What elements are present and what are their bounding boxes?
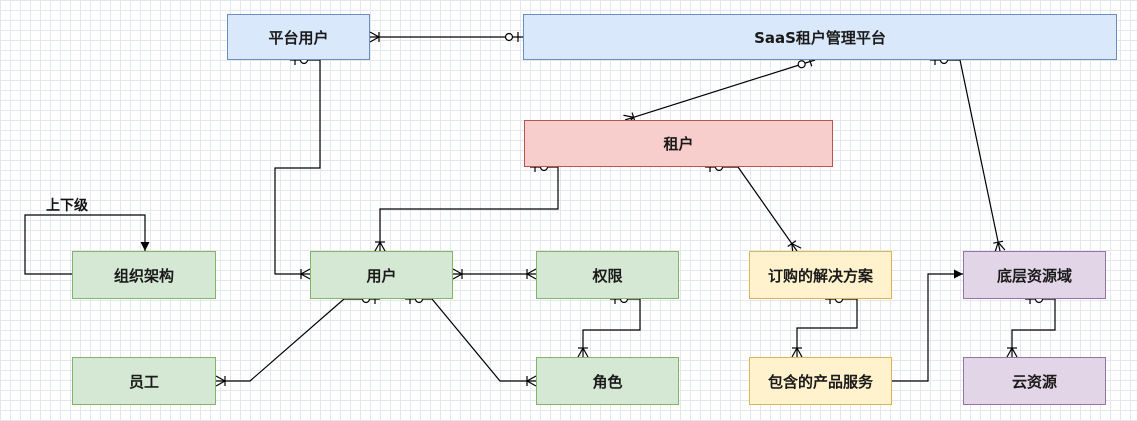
edge-solution-product [796, 298, 858, 357]
edge-org-self [24, 214, 146, 275]
crowfoot-mark [369, 31, 380, 38]
edge-product-baseresource [892, 273, 963, 382]
edge-baseresource-cloud [1011, 298, 1056, 357]
crowfoot-mark [379, 241, 386, 252]
crowfoot-mark [374, 241, 381, 252]
crowfoot-mark [791, 243, 802, 249]
crowfoot-mark [787, 240, 797, 247]
self-relation-label: 上下级 [46, 198, 88, 214]
crowfoot-mark [994, 242, 999, 253]
platform-user-node[interactable]: 平台用户 [227, 14, 370, 60]
zero-mark [797, 60, 806, 69]
crowfoot-mark [300, 268, 311, 275]
permission-node[interactable]: 权限 [536, 251, 679, 299]
crowfoot-mark [526, 268, 537, 275]
tenant-node[interactable]: 租户 [524, 120, 833, 167]
edge-tenant-solution [705, 166, 798, 252]
crowfoot-mark [1011, 347, 1018, 358]
crowfoot-mark [582, 347, 589, 358]
edge-saas-tenant [624, 59, 816, 121]
crowfoot-mark [796, 347, 803, 358]
crowfoot-mark [623, 114, 634, 118]
edge-permission-role [582, 298, 641, 357]
role-node[interactable]: 角色 [536, 357, 679, 405]
saas-platform-node[interactable]: SaaS租户管理平台 [523, 14, 1117, 60]
crowfoot-mark [577, 347, 584, 358]
crowfoot-mark [526, 375, 537, 382]
crowfoot-mark [526, 380, 537, 387]
user-node[interactable]: 用户 [310, 251, 453, 299]
edge-user-employee [216, 298, 380, 382]
crowfoot-mark [997, 241, 1006, 251]
crowfoot-mark [993, 240, 1004, 244]
zero-mark [504, 32, 514, 42]
crowfoot-mark [526, 273, 537, 280]
edge-platformuser-user [274, 59, 321, 275]
org-node[interactable]: 组织架构 [72, 251, 216, 299]
arrowhead [954, 269, 963, 279]
arrowhead [140, 242, 150, 251]
product-service-node[interactable]: 包含的产品服务 [749, 357, 892, 405]
edge-user-role [405, 298, 536, 382]
crowfoot-mark [1006, 347, 1013, 358]
edge-saas-baseresource [930, 59, 1001, 252]
crowfoot-mark [791, 347, 798, 358]
crowfoot-mark [215, 380, 226, 387]
crowfoot-mark [300, 273, 311, 280]
cloud-resource-node[interactable]: 云资源 [963, 357, 1106, 405]
base-resource-node[interactable]: 底层资源域 [963, 251, 1106, 299]
crowfoot-mark [369, 36, 380, 43]
crowfoot-mark [452, 268, 463, 275]
employee-node[interactable]: 员工 [72, 357, 216, 405]
solution-node[interactable]: 订购的解决方案 [749, 251, 892, 299]
edge-tenant-user [379, 166, 559, 251]
crowfoot-mark [452, 273, 463, 280]
crowfoot-mark [215, 375, 226, 382]
